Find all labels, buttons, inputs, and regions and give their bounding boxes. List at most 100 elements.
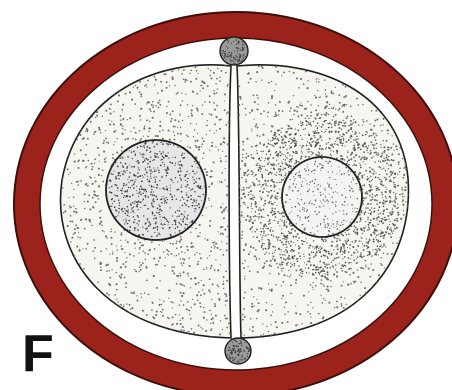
stipple-dot [366, 238, 367, 239]
stipple-dot [166, 219, 167, 220]
stipple-dot [270, 164, 272, 166]
stipple-dot [162, 217, 163, 218]
stipple-dot [247, 155, 249, 157]
stipple-dot [113, 144, 114, 145]
stipple-dot [224, 229, 226, 231]
stipple-dot [383, 200, 385, 202]
stipple-dot [163, 187, 165, 189]
stipple-dot [192, 246, 194, 248]
stipple-dot [243, 172, 245, 174]
stipple-dot [262, 323, 263, 324]
stipple-dot [292, 256, 294, 258]
stipple-dot [253, 247, 255, 249]
stipple-dot [191, 109, 193, 111]
stipple-dot [320, 266, 322, 268]
stipple-dot [290, 142, 291, 143]
stipple-dot [324, 132, 325, 133]
stipple-dot [252, 330, 254, 332]
stipple-dot [87, 138, 89, 140]
stipple-dot [161, 90, 163, 92]
stipple-dot [120, 190, 121, 191]
stipple-dot [305, 238, 306, 239]
stipple-dot [360, 167, 362, 169]
stipple-dot [127, 179, 128, 180]
stipple-dot [343, 120, 344, 121]
stipple-dot [203, 194, 205, 196]
stipple-dot [85, 154, 87, 156]
stipple-dot [242, 319, 244, 321]
stipple-dot [145, 205, 146, 206]
stipple-dot [313, 265, 314, 266]
stipple-dot [250, 318, 252, 320]
stipple-dot [290, 225, 291, 226]
stipple-dot [379, 206, 381, 208]
stipple-dot [350, 283, 352, 285]
stipple-dot [180, 133, 182, 135]
stipple-dot [249, 329, 250, 330]
stipple-dot [358, 240, 360, 242]
stipple-dot [283, 244, 285, 246]
stipple-dot [189, 173, 190, 174]
stipple-dot [181, 154, 183, 156]
stipple-dot [314, 132, 316, 134]
stipple-dot [119, 211, 120, 212]
stipple-dot [275, 113, 277, 115]
stipple-dot [243, 174, 245, 176]
stipple-dot [140, 143, 141, 144]
stipple-dot [296, 77, 298, 79]
stipple-dot [297, 115, 299, 117]
stipple-dot [87, 201, 89, 203]
stipple-dot [410, 69, 412, 71]
stipple-dot [243, 189, 245, 191]
stipple-dot [313, 141, 314, 142]
stipple-dot [407, 338, 409, 340]
stipple-dot [84, 193, 86, 195]
stipple-dot [275, 250, 276, 251]
stipple-dot [322, 124, 324, 126]
stipple-dot [126, 184, 127, 185]
stipple-dot [329, 138, 331, 140]
stipple-dot [117, 190, 118, 191]
stipple-dot [130, 180, 131, 181]
stipple-dot [89, 219, 91, 221]
stipple-dot [116, 260, 118, 262]
stipple-dot [305, 128, 306, 129]
stipple-dot [382, 118, 384, 120]
stipple-dot [371, 256, 372, 257]
stipple-dot [366, 131, 368, 133]
stipple-dot [390, 197, 391, 198]
stipple-dot [380, 167, 381, 168]
stipple-dot [202, 188, 203, 189]
stipple-dot [289, 232, 291, 234]
stipple-dot [328, 147, 329, 148]
stipple-dot [336, 275, 338, 277]
stipple-dot [368, 247, 369, 248]
stipple-dot [243, 267, 245, 269]
stipple-dot [119, 175, 121, 177]
stipple-dot [188, 116, 189, 117]
stipple-dot [332, 108, 333, 109]
stipple-dot [171, 301, 173, 303]
stipple-dot [103, 142, 105, 144]
stipple-dot [115, 178, 117, 180]
stipple-dot [182, 265, 183, 266]
stipple-dot [126, 167, 128, 169]
stipple-dot [248, 187, 250, 189]
stipple-dot [393, 182, 394, 183]
stipple-dot [87, 243, 89, 245]
stipple-dot [259, 190, 261, 192]
stipple-dot [151, 302, 153, 304]
stipple-dot [209, 310, 211, 312]
stipple-dot [199, 178, 201, 180]
stipple-dot [129, 117, 131, 119]
stipple-dot [140, 154, 141, 155]
stipple-dot [255, 81, 257, 83]
stipple-dot [351, 268, 352, 269]
stipple-dot [192, 188, 194, 190]
stipple-dot [248, 253, 250, 255]
stipple-dot [256, 108, 258, 110]
stipple-dot [312, 307, 313, 308]
stipple-dot [298, 161, 300, 163]
stipple-dot [338, 121, 340, 123]
stipple-dot [291, 158, 293, 160]
